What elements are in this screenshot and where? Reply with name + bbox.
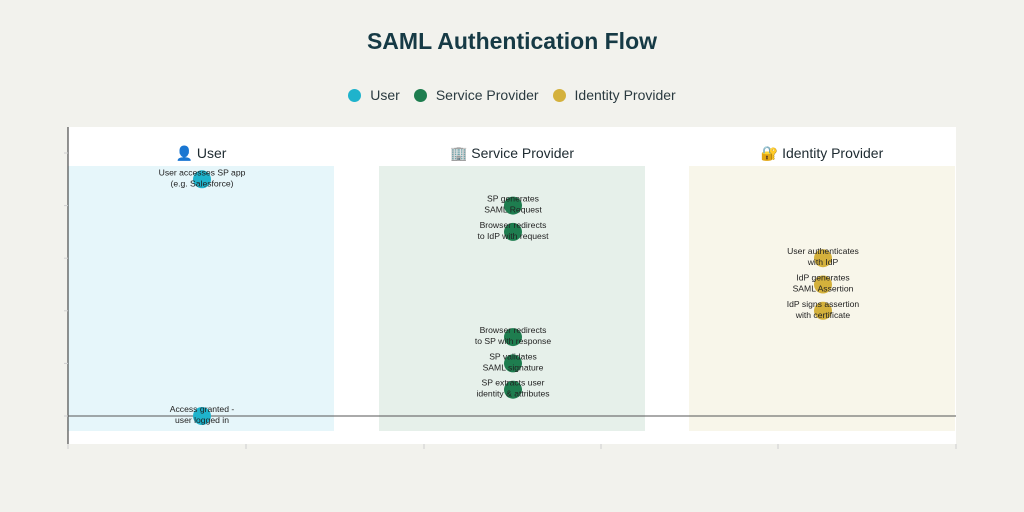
legend-marker-service-provider (413, 88, 427, 102)
chart-legend: User Service Provider Identity Provider (0, 87, 1024, 103)
legend-label-service-provider: Service Provider (435, 87, 539, 103)
data-label-line: User accesses SP app (159, 167, 246, 177)
data-label-line: user logged in (175, 415, 229, 425)
data-label-line: (e.g. Salesforce) (170, 178, 233, 188)
legend-item-identity-provider[interactable]: Identity Provider (552, 87, 676, 103)
data-label-line: with certificate (795, 310, 851, 320)
data-point (193, 407, 211, 425)
legend-marker-identity-provider (552, 88, 566, 102)
data-point (504, 354, 522, 373)
data-label-line: SP extracts user (482, 378, 545, 388)
legend-label-identity-provider: Identity Provider (574, 87, 676, 103)
data-label-line: SAML signature (483, 362, 544, 372)
data-label-line: to IdP with request (477, 231, 549, 241)
chart-title: SAML Authentication Flow (366, 28, 658, 54)
data-label-line: SAML Assertion (793, 284, 854, 294)
data-label-line: Access granted - (170, 404, 235, 414)
legend-label-user: User (370, 87, 400, 103)
data-label-line: IdP signs assertion (787, 299, 860, 309)
data-point (504, 196, 522, 215)
legend-item-service-provider[interactable]: Service Provider (413, 87, 539, 103)
data-label-line: User authenticates (787, 246, 859, 256)
data-point (814, 249, 832, 268)
data-label-line: SAML Request (484, 205, 542, 215)
lane-user (68, 166, 334, 431)
data-label-line: Browser redirects (480, 325, 547, 335)
lane-idp (689, 166, 955, 431)
data-point (504, 328, 522, 347)
data-label: Access granted -user logged in (170, 404, 235, 425)
lane-header-sp: 🏢 Service Provider (450, 145, 574, 162)
data-label-line: with IdP (807, 257, 839, 267)
lane-header-idp: 🔐 Identity Provider (761, 145, 884, 162)
data-point (193, 170, 211, 189)
data-label-line: IdP generates (796, 273, 849, 283)
data-label-line: identity & attributes (476, 389, 549, 399)
data-point (814, 301, 832, 320)
legend-marker-user (348, 88, 362, 102)
data-label-line: Browser redirects (480, 220, 547, 230)
data-point (814, 275, 832, 294)
data-point (504, 222, 522, 241)
legend-item-user[interactable]: User (348, 87, 400, 103)
data-label: User accesses SP app(e.g. Salesforce) (159, 167, 246, 188)
data-point (504, 380, 522, 399)
data-label-line: SP generates (487, 194, 539, 204)
lane-header-user: 👤 User (176, 145, 227, 162)
data-label-line: SP validates (489, 351, 537, 361)
data-label-line: to SP with response (475, 336, 551, 346)
